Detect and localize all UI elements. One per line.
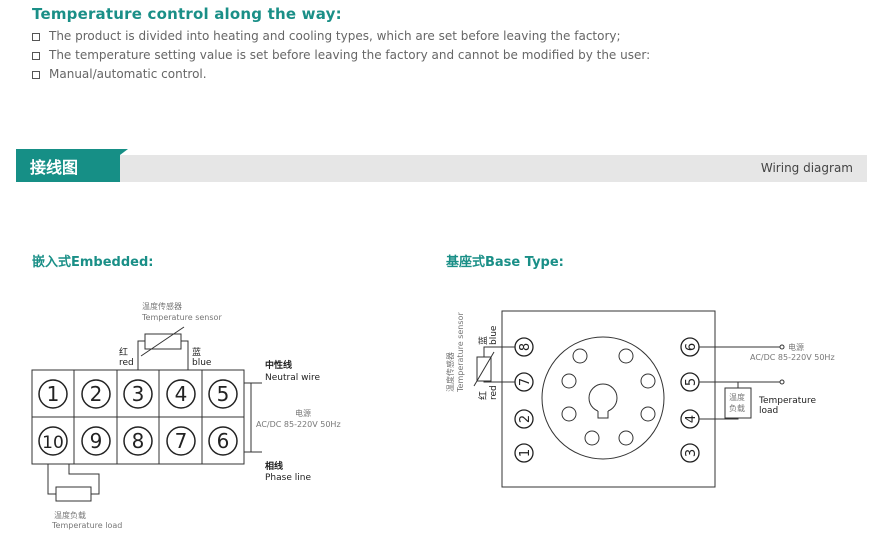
base-power-label-en: AC/DC 85-220V 50Hz xyxy=(750,353,835,362)
svg-text:9: 9 xyxy=(90,429,103,453)
base-load-en-2: load xyxy=(759,406,778,416)
power-label-en: AC/DC 85-220V 50Hz xyxy=(256,420,341,429)
svg-text:1: 1 xyxy=(47,382,60,406)
terminal-3: 3 xyxy=(123,379,153,409)
svg-text:6: 6 xyxy=(684,343,699,351)
load-label-cn: 温度负载 xyxy=(54,510,86,520)
base-red-label-en: red xyxy=(489,385,499,400)
socket-hole xyxy=(572,348,588,364)
section-header-band xyxy=(16,155,867,182)
socket-hole xyxy=(618,430,634,446)
svg-text:5: 5 xyxy=(684,378,699,386)
base-power-label-cn: 电源 xyxy=(788,342,804,352)
terminal-2: 2 xyxy=(81,379,111,409)
base-load-cn-1: 温度 xyxy=(729,392,745,402)
section-heading: Temperature control along the way: xyxy=(32,5,342,23)
svg-text:3: 3 xyxy=(132,382,145,406)
base-red-label-cn: 红 xyxy=(477,391,489,400)
socket-hole xyxy=(618,348,634,364)
svg-text:5: 5 xyxy=(217,382,230,406)
tag-corner xyxy=(120,149,128,155)
red-label-cn: 红 xyxy=(119,346,128,358)
square-bullet-icon xyxy=(32,70,40,79)
sensor-label-en: Temperature sensor xyxy=(141,313,222,322)
base-pin-1: 1 xyxy=(514,443,534,463)
blue-label-en: blue xyxy=(192,358,212,368)
blue-label-cn: 蓝 xyxy=(192,346,201,358)
sensor-wire-blue xyxy=(181,340,189,371)
base-pin-5: 5 xyxy=(680,372,700,392)
list-item: The product is divided into heating and … xyxy=(32,27,650,46)
terminal-10: 10 xyxy=(38,426,68,456)
svg-text:8: 8 xyxy=(132,429,145,453)
sensor-wire-red xyxy=(137,340,145,371)
base-title: 基座式Base Type: xyxy=(446,255,564,270)
temperature-load-element xyxy=(55,486,92,502)
socket-hole xyxy=(561,373,577,389)
neutral-label-en: Neutral wire xyxy=(265,373,320,383)
load-wire-left xyxy=(47,464,56,495)
svg-text:1: 1 xyxy=(518,449,533,457)
svg-text:7: 7 xyxy=(518,378,533,386)
base-pin-3: 3 xyxy=(680,443,700,463)
socket-ring xyxy=(541,336,665,460)
base-pin-2: 2 xyxy=(514,409,534,429)
base-socket xyxy=(501,310,716,488)
terminal-5: 5 xyxy=(208,379,238,409)
phase-label-en: Phase line xyxy=(265,473,311,483)
socket-hole xyxy=(561,406,577,422)
phase-label-cn: 相线 xyxy=(265,460,283,472)
base-load-cn-2: 负载 xyxy=(729,403,745,413)
square-bullet-icon xyxy=(32,51,40,60)
socket-hole xyxy=(640,373,656,389)
embedded-diagram: 温度传感器 Temperature sensor 红 red 蓝 blue 1 … xyxy=(31,301,341,530)
sensor-label-cn: 温度传感器 xyxy=(142,301,182,311)
svg-text:7: 7 xyxy=(175,429,188,453)
terminal-7: 7 xyxy=(166,426,196,456)
list-item: The temperature setting value is set bef… xyxy=(32,46,650,65)
red-label-en: red xyxy=(119,358,134,368)
section-tag-label: 接线图 xyxy=(30,158,79,177)
svg-text:2: 2 xyxy=(90,382,103,406)
base-blue-label-cn: 蓝 xyxy=(477,336,489,345)
svg-text:10: 10 xyxy=(42,433,64,453)
svg-text:4: 4 xyxy=(175,382,188,406)
terminal-9: 9 xyxy=(81,426,111,456)
square-bullet-icon xyxy=(32,32,40,41)
base-sensor-label-cn: 温度传感器 xyxy=(445,352,455,392)
svg-text:6: 6 xyxy=(217,429,230,453)
terminal-6: 6 xyxy=(208,426,238,456)
load-wire xyxy=(699,418,739,420)
socket-hole xyxy=(640,406,656,422)
base-diagram: 8 7 2 1 6 5 4 3 温度传感器 Temperature sensor… xyxy=(445,310,835,488)
svg-text:2: 2 xyxy=(518,415,533,423)
base-pin-8: 8 xyxy=(514,337,534,357)
list-item: Manual/automatic control. xyxy=(32,65,650,84)
base-pin-7: 7 xyxy=(514,372,534,392)
section-title: Wiring diagram xyxy=(760,161,853,175)
neutral-label-cn: 中性线 xyxy=(265,359,292,371)
base-pin-6: 6 xyxy=(680,337,700,357)
svg-text:3: 3 xyxy=(684,449,699,457)
sensor-slash xyxy=(140,326,185,357)
socket-hole xyxy=(584,430,600,446)
load-label-en: Temperature load xyxy=(51,521,122,530)
terminal-4: 4 xyxy=(166,379,196,409)
base-sensor-label-en: Temperature sensor xyxy=(456,312,465,393)
section-tag xyxy=(16,149,120,182)
base-pin-4: 4 xyxy=(680,409,700,429)
terminal-8: 8 xyxy=(123,426,153,456)
feature-list: The product is divided into heating and … xyxy=(32,27,650,84)
base-blue-label-en: blue xyxy=(489,325,499,345)
base-load-en-1: Temperature xyxy=(758,396,816,406)
power-label-cn: 电源 xyxy=(295,408,311,418)
svg-text:4: 4 xyxy=(684,415,699,423)
terminal-1: 1 xyxy=(38,379,68,409)
svg-text:8: 8 xyxy=(518,343,533,351)
load-wire-right xyxy=(68,464,100,495)
embedded-title: 嵌入式Embedded: xyxy=(32,255,154,270)
